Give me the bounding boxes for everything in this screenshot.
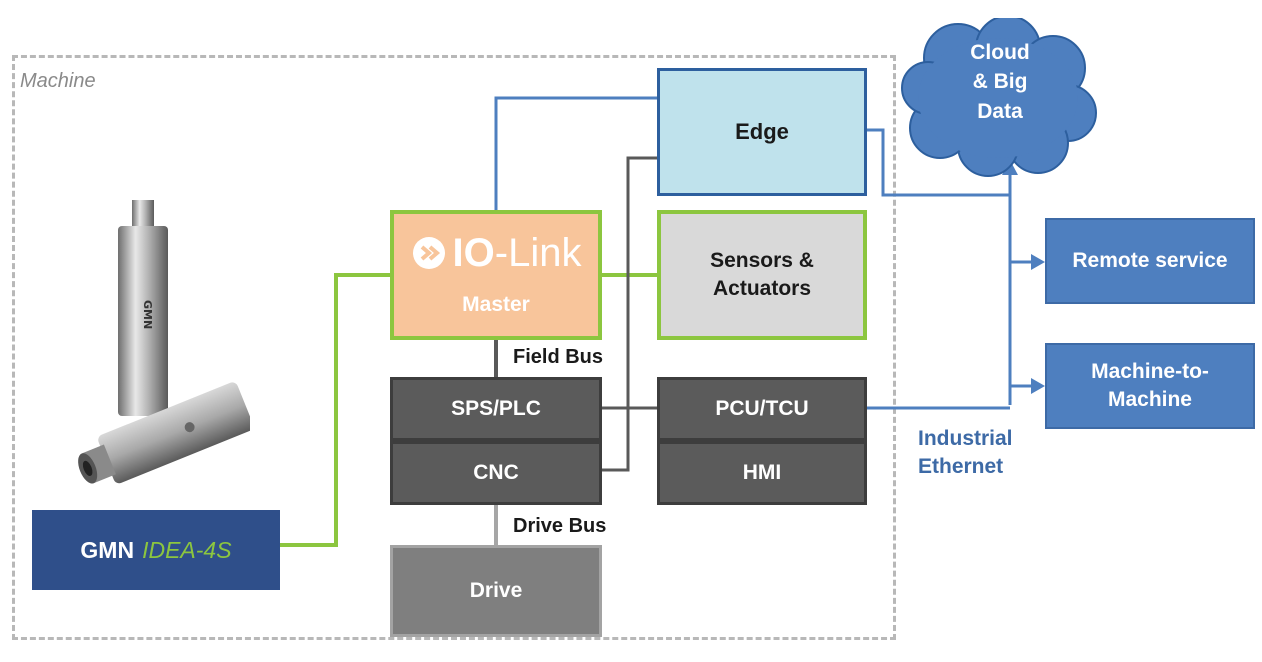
sensor-engraving: GMN <box>141 300 154 329</box>
edge-box: Edge <box>657 68 867 196</box>
hmi-label: HMI <box>742 461 782 484</box>
sensors-actuators-box: Sensors & Actuators <box>657 210 867 340</box>
drive-label: Drive <box>469 579 523 602</box>
cnc-to-edge-line <box>602 156 657 472</box>
arrow-to-m2m <box>1031 378 1045 394</box>
arrow-to-remote <box>1031 254 1045 270</box>
cloud-icon <box>901 18 1097 177</box>
product-brand: GMN <box>80 536 135 563</box>
pcu-tcu-label: PCU/TCU <box>715 397 809 420</box>
cnc-label: CNC <box>473 461 519 484</box>
product-label-box: GMN IDEA-4S <box>32 510 280 590</box>
cloud-label: Cloud & Big Data <box>970 41 1030 123</box>
product-model: IDEA-4S <box>142 536 232 563</box>
sps-plc-box: SPS/PLC <box>390 377 602 441</box>
green-line-gmn-to-iolink <box>280 273 390 547</box>
machine-to-machine-box: Machine-to- Machine <box>1045 343 1255 429</box>
iolink-logo: IO-Link <box>411 231 582 275</box>
drive-box: Drive <box>390 545 602 637</box>
machine-boundary <box>12 55 896 640</box>
industrial-ethernet-label: Industrial Ethernet <box>918 427 1013 479</box>
remote-service-label: Remote service <box>1072 249 1228 272</box>
machine-to-machine-label: Machine-to- Machine <box>1091 359 1209 411</box>
field-bus-label: Field Bus <box>513 346 604 368</box>
iolink-logo-io: IO <box>452 231 495 275</box>
hmi-box: HMI <box>657 441 867 505</box>
cnc-box: CNC <box>390 441 602 505</box>
machine-label: Machine <box>20 70 96 92</box>
sensor-product-image: GMN <box>78 200 250 484</box>
blue-line-edge-to-network <box>867 128 1010 197</box>
edge-label: Edge <box>735 119 789 144</box>
blue-line-iolink-to-edge <box>494 96 657 210</box>
remote-service-box: Remote service <box>1045 218 1255 304</box>
sps-plc-label: SPS/PLC <box>451 397 541 420</box>
drive-bus-label: Drive Bus <box>513 515 607 537</box>
iolink-symbol-icon <box>412 237 445 269</box>
pcu-tcu-box: PCU/TCU <box>657 377 867 441</box>
iolink-master-box: IO-Link Master <box>390 210 602 340</box>
iolink-master-label: Master <box>462 293 530 316</box>
sensors-actuators-label: Sensors & Actuators <box>710 248 814 300</box>
iolink-logo-link: -Link <box>494 231 582 275</box>
